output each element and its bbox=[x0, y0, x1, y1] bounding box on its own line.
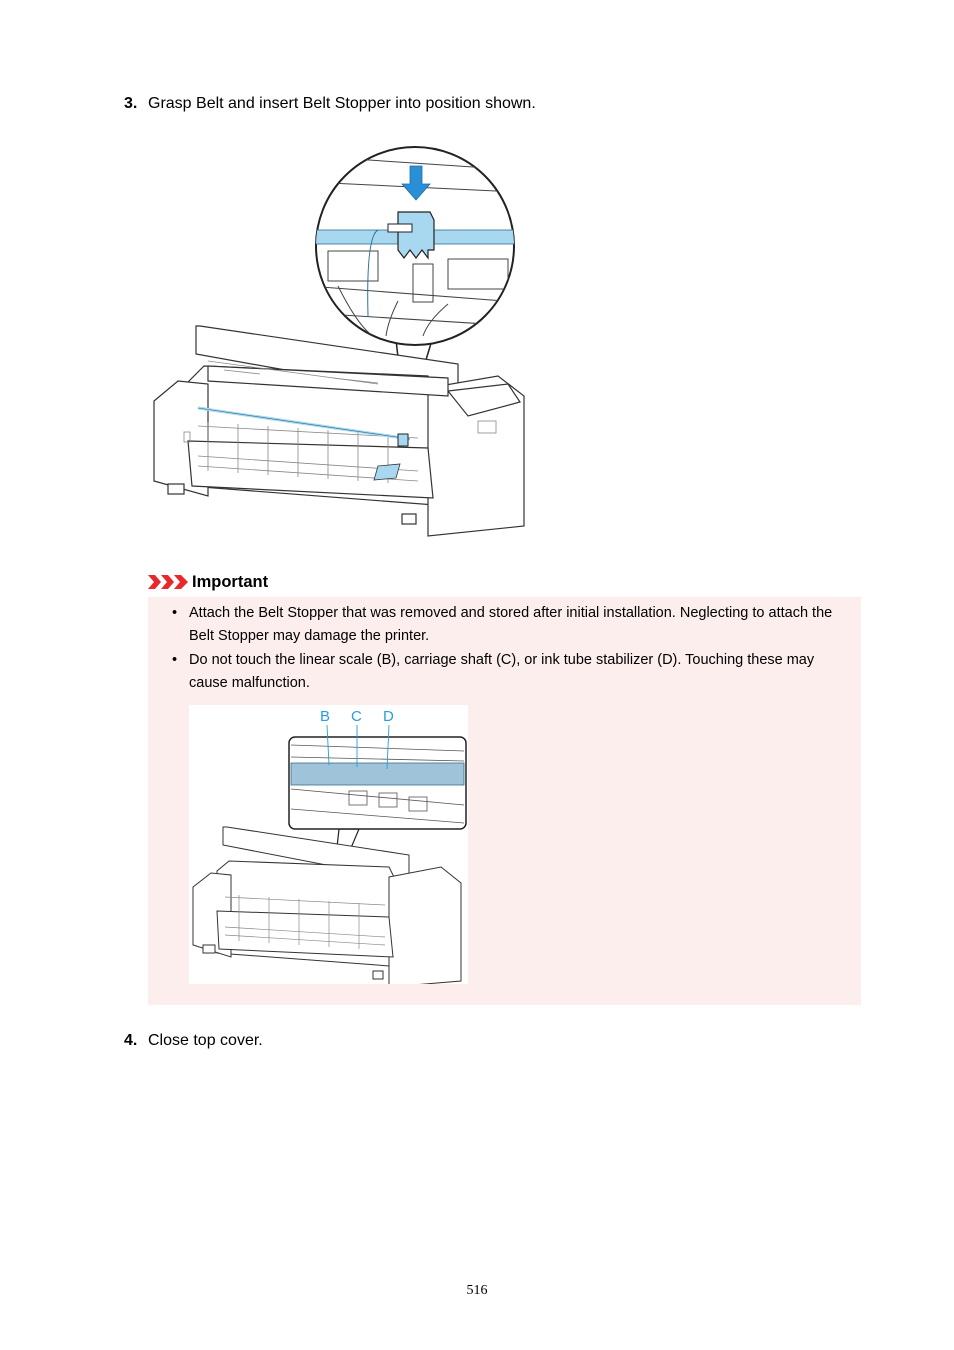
important-chevrons-icon bbox=[148, 575, 188, 589]
bullet-glyph: • bbox=[172, 652, 178, 668]
list-item-text: Do not touch the linear scale (B), carri… bbox=[189, 652, 815, 691]
important-list: • Attach the Belt Stopper that was remove… bbox=[172, 602, 852, 696]
step-text: Grasp Belt and insert Belt Stopper into … bbox=[148, 95, 536, 112]
step-3: 3. Grasp Belt and insert Belt Stopper int… bbox=[124, 94, 536, 114]
label-b: B bbox=[320, 708, 330, 725]
step-number: 4. bbox=[124, 1032, 138, 1049]
step-4: 4. Close top cover. bbox=[124, 1031, 263, 1051]
important-box: • Attach the Belt Stopper that was remove… bbox=[148, 597, 861, 1005]
important-title: Important bbox=[192, 572, 269, 591]
important-header: Important bbox=[148, 571, 268, 593]
bullet-glyph: • bbox=[172, 605, 178, 621]
step-number: 3. bbox=[124, 95, 138, 112]
list-item: • Do not touch the linear scale (B), carr… bbox=[172, 649, 852, 695]
belt-stopper-illustration bbox=[153, 146, 525, 537]
list-item-text: Attach the Belt Stopper that was removed… bbox=[189, 605, 833, 644]
label-d: D bbox=[383, 708, 394, 725]
step-text: Close top cover. bbox=[148, 1032, 263, 1049]
scale-shaft-stabilizer-illustration: B C D bbox=[189, 705, 468, 984]
page-number: 516 bbox=[466, 1283, 488, 1298]
label-c: C bbox=[351, 708, 362, 725]
list-item: • Attach the Belt Stopper that was remove… bbox=[172, 602, 852, 648]
